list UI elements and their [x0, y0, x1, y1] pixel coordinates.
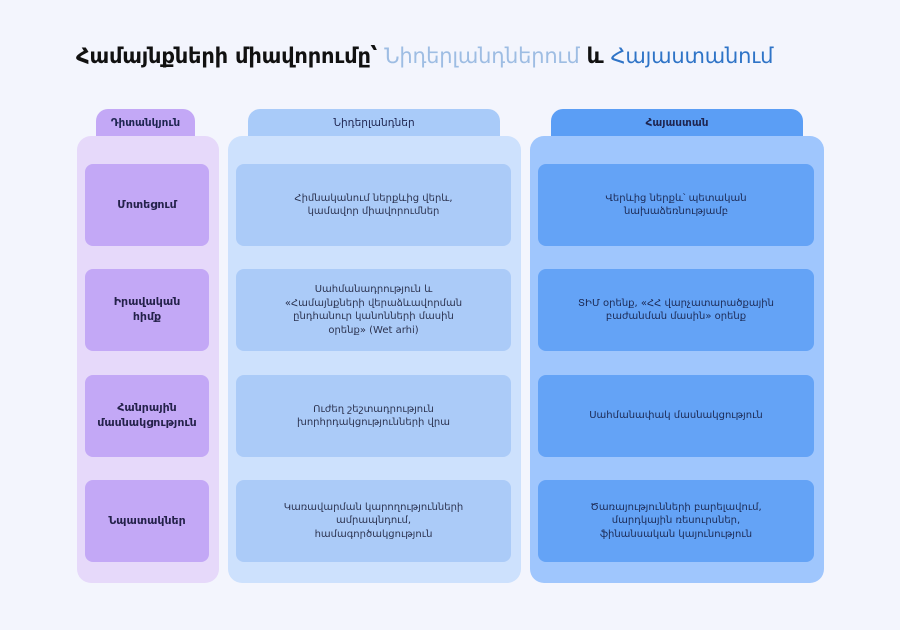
column-header-armenia: Հայաստան	[551, 109, 803, 137]
netherlands-column: Հիմնականում ներքևից վերև, կամավոր միավոր…	[228, 136, 521, 583]
title-main: Համայնքների միավորումը՝	[76, 44, 385, 68]
title-netherlands: Նիդերլանդներում	[384, 44, 580, 68]
armenia-cell: Սահմանափակ մասնակցություն	[538, 375, 814, 457]
category-cell: Նպատակներ	[85, 480, 209, 562]
armenia-cell: ՏԻՄ օրենք, «ՀՀ վարչատարածքային բաժանման …	[538, 269, 814, 351]
column-header-category: Դիտանկյուն	[96, 109, 195, 137]
category-cell: Իրավական հիմք	[85, 269, 209, 351]
armenia-cell: Վերևից ներքև՝ պետական նախաձեռնությամբ	[538, 164, 814, 246]
title-armenia: Հայաստանում	[610, 44, 774, 68]
category-cell: Հանրային մասնակցություն	[85, 375, 209, 457]
armenia-column: Վերևից ներքև՝ պետական նախաձեռնությամբ ՏԻ…	[530, 136, 824, 583]
category-column: Մոտեցում Իրավական հիմք Հանրային մասնակցո…	[77, 136, 219, 583]
page-title: Համայնքների միավորումը՝ Նիդերլանդներում …	[76, 44, 773, 68]
netherlands-cell: Ուժեղ շեշտադրություն խորհրդակցություններ…	[236, 375, 511, 457]
title-connector: և	[579, 44, 611, 68]
netherlands-cell: Սահմանադրություն և «Համայնքների վերաձևավ…	[236, 269, 511, 351]
column-header-netherlands: Նիդերլանդներ	[248, 109, 500, 137]
netherlands-cell: Կառավարման կարողությունների ամրապնդում, …	[236, 480, 511, 562]
netherlands-cell: Հիմնականում ներքևից վերև, կամավոր միավոր…	[236, 164, 511, 246]
category-cell: Մոտեցում	[85, 164, 209, 246]
armenia-cell: Ծառայությունների բարելավում, մարդկային ռ…	[538, 480, 814, 562]
